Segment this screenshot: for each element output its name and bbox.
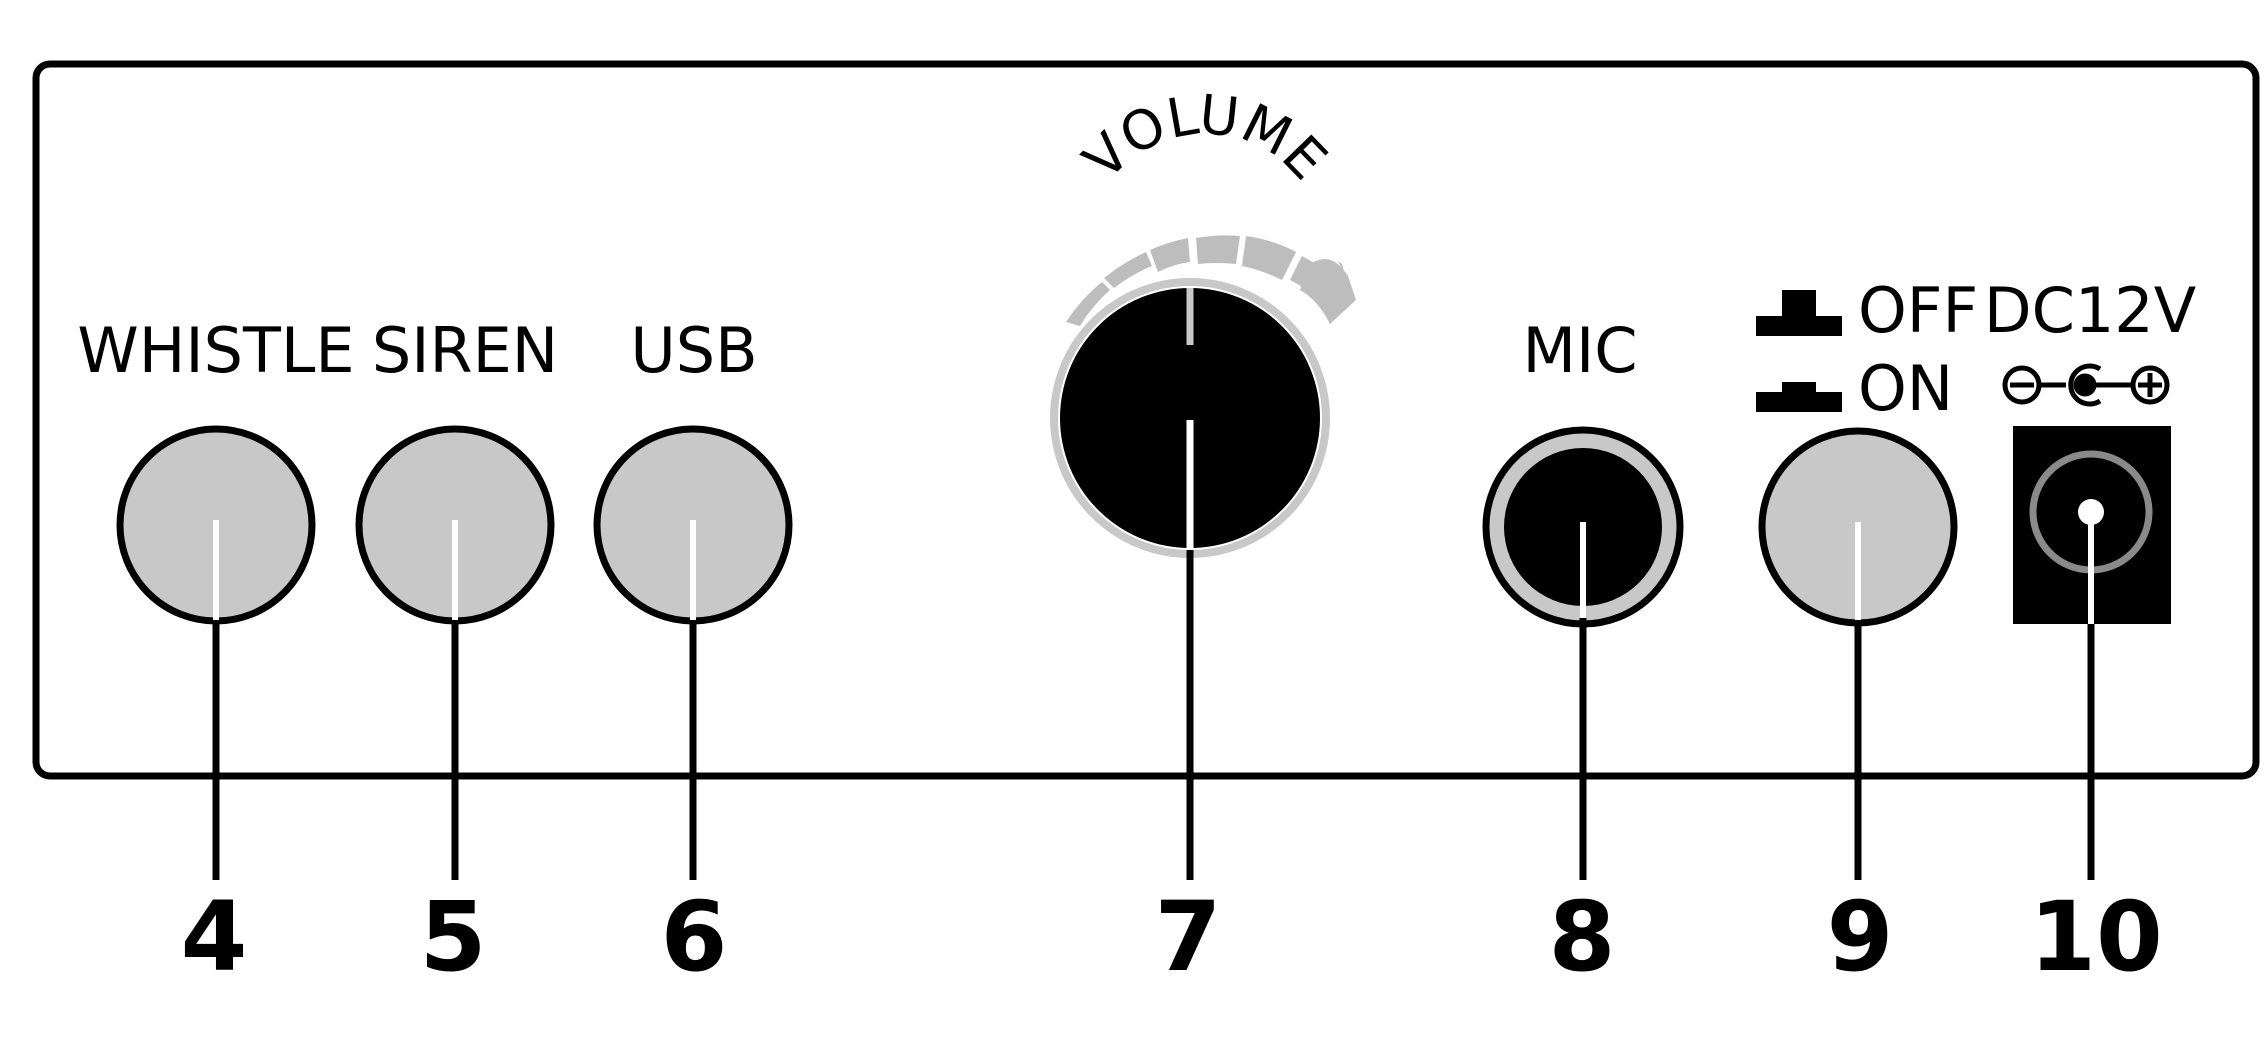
callout-7: 7 <box>1155 881 1222 993</box>
volume-scale-segment <box>1066 282 1110 326</box>
callout-6: 6 <box>661 881 728 993</box>
volume-scale-segment <box>1150 238 1190 272</box>
label-dc12v: DC12V <box>1984 274 2196 347</box>
callout-10: 10 <box>2029 881 2163 993</box>
volume-knob[interactable] <box>1050 278 1330 558</box>
leader-lines <box>212 420 2095 880</box>
volume-scale-segment <box>1104 252 1152 288</box>
dc-polarity-icon <box>2002 363 2170 407</box>
label-siren: SIREN <box>372 314 558 387</box>
label-volume: VOLUME <box>1071 83 1339 192</box>
label-mic: MIC <box>1522 314 1637 387</box>
callout-5: 5 <box>420 881 487 993</box>
push-button-released-icon <box>1756 290 1842 336</box>
label-usb: USB <box>630 314 757 387</box>
volume-scale-segment <box>1300 258 1356 324</box>
callout-8: 8 <box>1549 881 1616 993</box>
label-whistle: WHISTLE <box>77 314 354 387</box>
callout-9: 9 <box>1827 881 1894 993</box>
volume-scale-segment <box>1242 236 1296 280</box>
callout-4: 4 <box>181 881 248 993</box>
volume-scale-segment <box>1196 235 1240 264</box>
volume-scale <box>1066 235 1356 326</box>
label-off: OFF <box>1858 274 1978 347</box>
panel-outline <box>32 60 2260 780</box>
label-on: ON <box>1858 352 1953 425</box>
push-button-pressed-icon <box>1756 382 1842 412</box>
